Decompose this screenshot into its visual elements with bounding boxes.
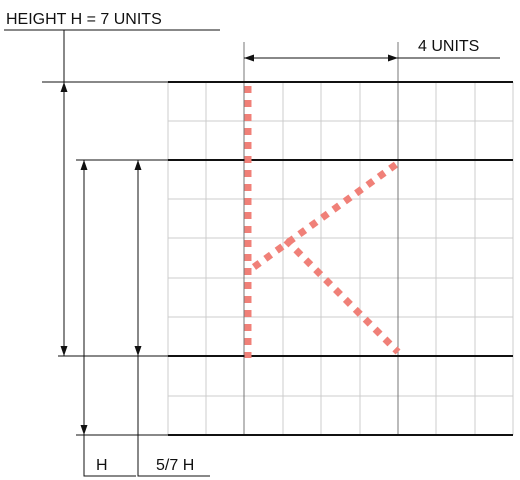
height-dimension [4, 29, 220, 356]
h-label: H [96, 457, 108, 474]
height-label: HEIGHT H = 7 UNITS [6, 11, 162, 28]
grid [167, 82, 514, 435]
extension-lines [42, 81, 168, 436]
five-sevenths-label-leader [137, 356, 210, 477]
h-dimension [80, 160, 136, 477]
five-sevenths-label: 5/7 H [156, 457, 194, 474]
five-sevenths-dimension [134, 160, 210, 477]
h-label-leader [83, 435, 136, 477]
width-label: 4 UNITS [418, 38, 479, 55]
guide-lines [168, 81, 513, 436]
letter-k [244, 86, 401, 358]
k-lower-leg-stroke [283, 237, 401, 355]
k-upper-arm-stroke [251, 160, 401, 270]
